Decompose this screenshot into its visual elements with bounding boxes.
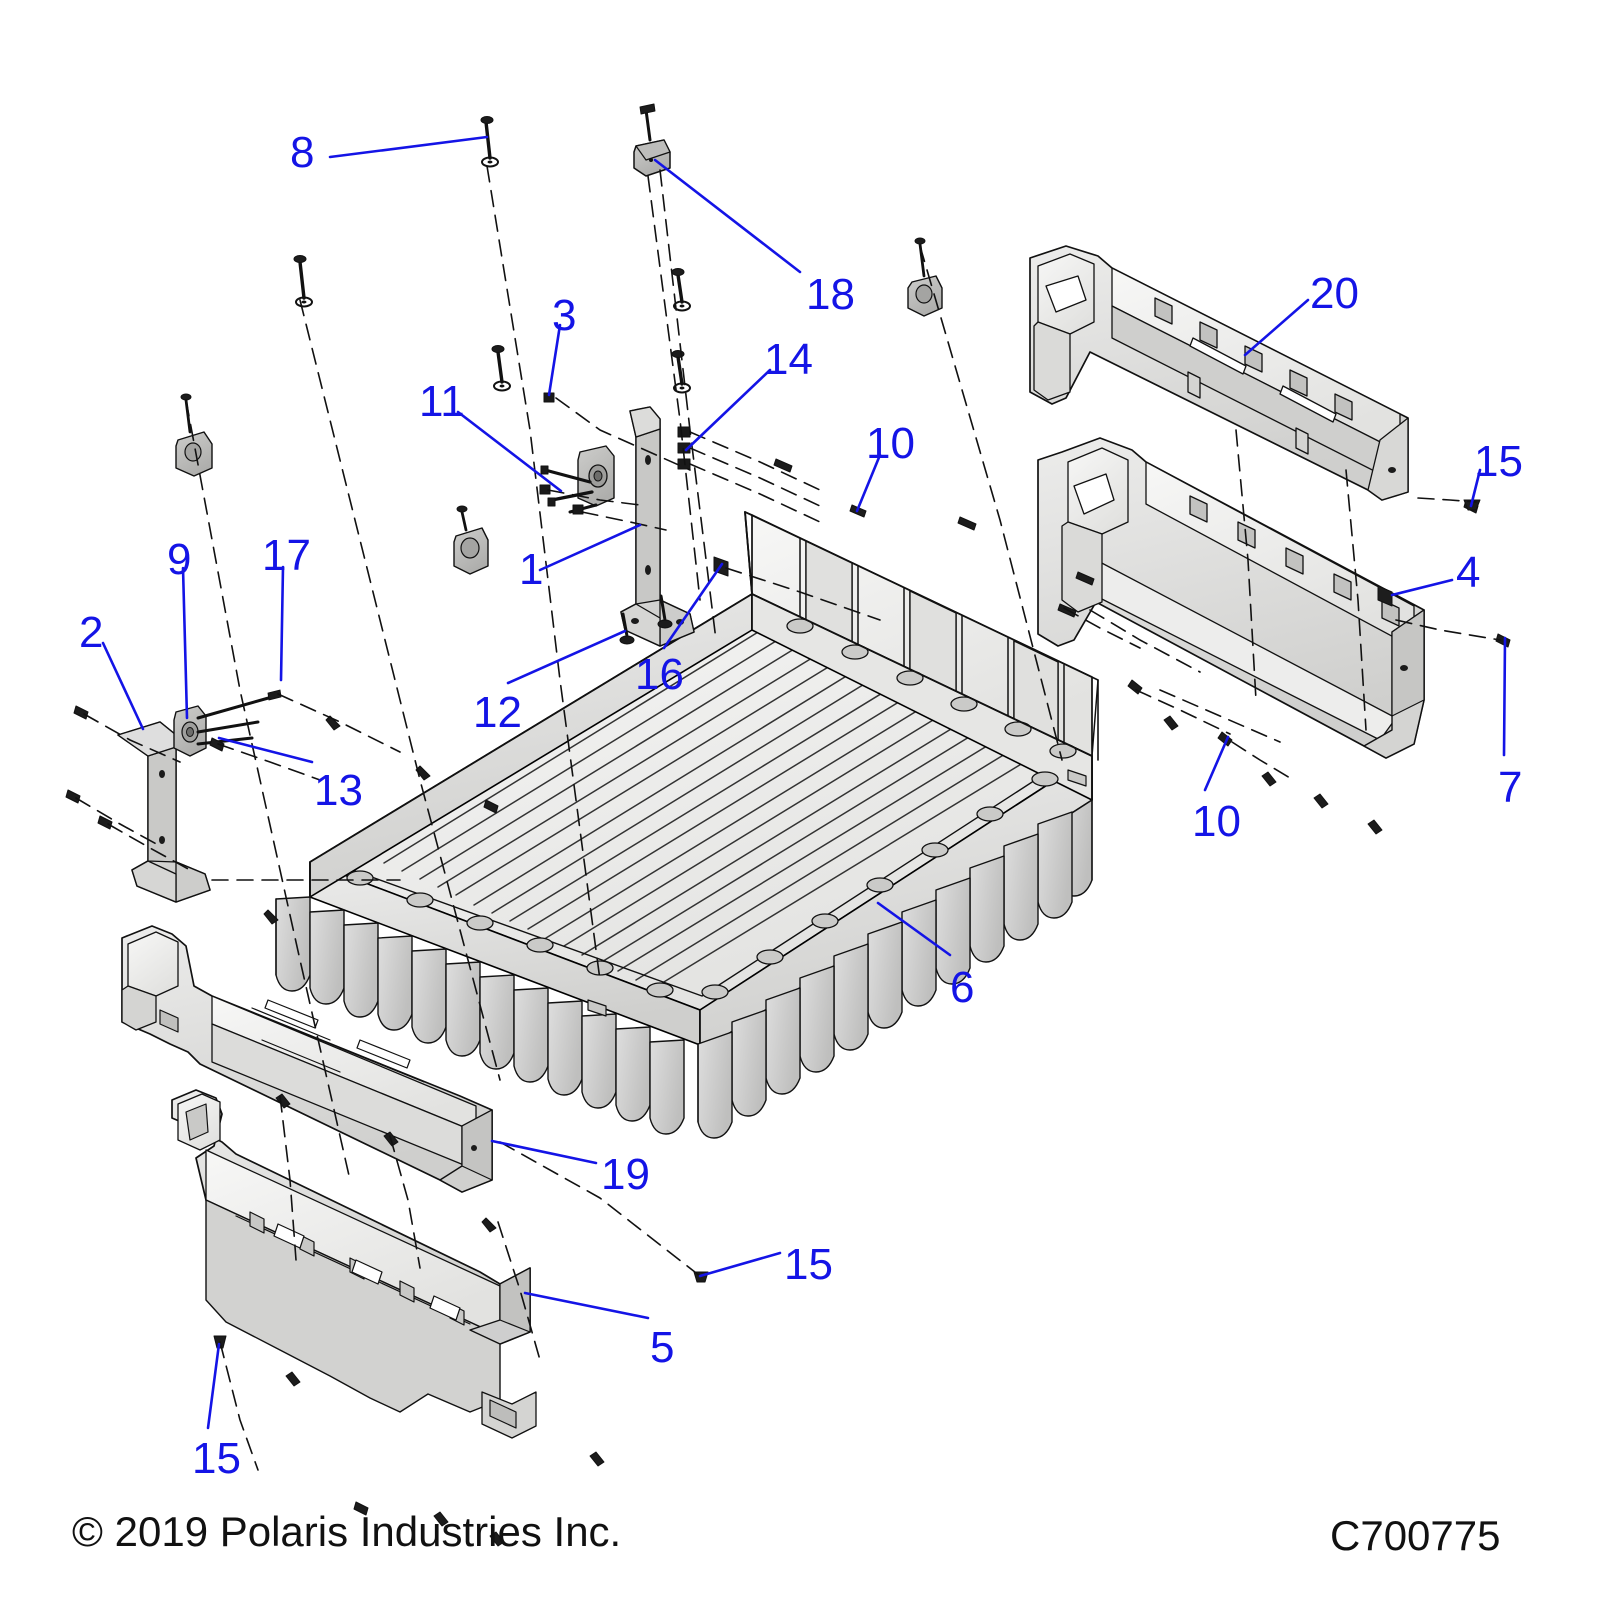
leader-line-20 (1243, 298, 1310, 357)
leader-line-3 (547, 323, 562, 397)
callout-number-10[interactable]: 10 (1192, 797, 1241, 846)
leader-line-1 (538, 523, 642, 572)
part-striker-block (633, 103, 671, 177)
callout-number-16[interactable]: 16 (635, 650, 684, 699)
leader-line-11 (456, 410, 563, 493)
callout-number-13[interactable]: 13 (314, 766, 363, 815)
copyright-notice: © 2019 Polaris Industries Inc. (72, 1508, 622, 1555)
part-pivot-block (173, 689, 282, 757)
callout-number-8[interactable]: 8 (290, 128, 315, 177)
leader-line-5 (523, 1291, 650, 1320)
callout-number-5[interactable]: 5 (650, 1323, 675, 1372)
callout-number-7[interactable]: 7 (1498, 763, 1523, 812)
hardware-fasteners (65, 116, 1511, 1547)
leader-line-19 (490, 1139, 598, 1165)
callout-number-12[interactable]: 12 (473, 688, 522, 737)
hanger-clips (175, 237, 943, 575)
leader-line-17 (279, 565, 285, 682)
leader-line-4 (1390, 578, 1454, 597)
part-left-lower-side-panel (171, 1089, 537, 1439)
part-left-upper-side-panel (121, 925, 493, 1193)
leader-line-15 (698, 1251, 782, 1278)
callout-number-18[interactable]: 18 (806, 270, 855, 319)
leader-line-13 (217, 736, 314, 764)
leader-line-10 (855, 453, 882, 513)
leader-line-10 (1203, 735, 1230, 792)
leader-line-14 (684, 368, 772, 452)
part-right-inner-side-panel (1037, 437, 1425, 759)
leader-line-6 (876, 901, 952, 957)
callout-number-15[interactable]: 15 (1474, 437, 1523, 486)
callout-number-1[interactable]: 1 (519, 545, 544, 594)
callout-number-11[interactable]: 11 (419, 377, 465, 426)
leader-line-2 (101, 641, 145, 731)
leader-line-15 (1469, 468, 1482, 508)
callout-number-17[interactable]: 17 (262, 531, 311, 580)
callout-number-19[interactable]: 19 (601, 1150, 650, 1199)
leader-line-8 (328, 135, 489, 159)
leader-line-15 (206, 1342, 221, 1430)
callout-number-6[interactable]: 6 (950, 963, 975, 1012)
leader-line-7 (1502, 636, 1507, 757)
callout-number-20[interactable]: 20 (1310, 269, 1359, 318)
part-cargo-bed-box (275, 511, 1099, 1139)
leader-line-18 (653, 158, 802, 274)
callout-number-4[interactable]: 4 (1456, 548, 1481, 597)
part-center-support-bracket (540, 406, 695, 647)
part-left-front-bracket (117, 721, 211, 903)
callout-number-10[interactable]: 10 (866, 419, 915, 468)
callout-number-9[interactable]: 9 (167, 535, 192, 584)
callout-number-2[interactable]: 2 (79, 608, 104, 657)
callout-number-15[interactable]: 15 (784, 1240, 833, 1289)
callout-number-15[interactable]: 15 (192, 1434, 241, 1483)
leader-line-9 (181, 566, 189, 720)
leader-line-16 (662, 562, 724, 650)
leader-line-12 (506, 629, 627, 685)
part-right-outer-side-panel (1029, 245, 1409, 501)
callout-number-14[interactable]: 14 (764, 335, 813, 384)
diagram-part-number: C700775 (1330, 1512, 1501, 1559)
callout-number-3[interactable]: 3 (552, 291, 577, 340)
